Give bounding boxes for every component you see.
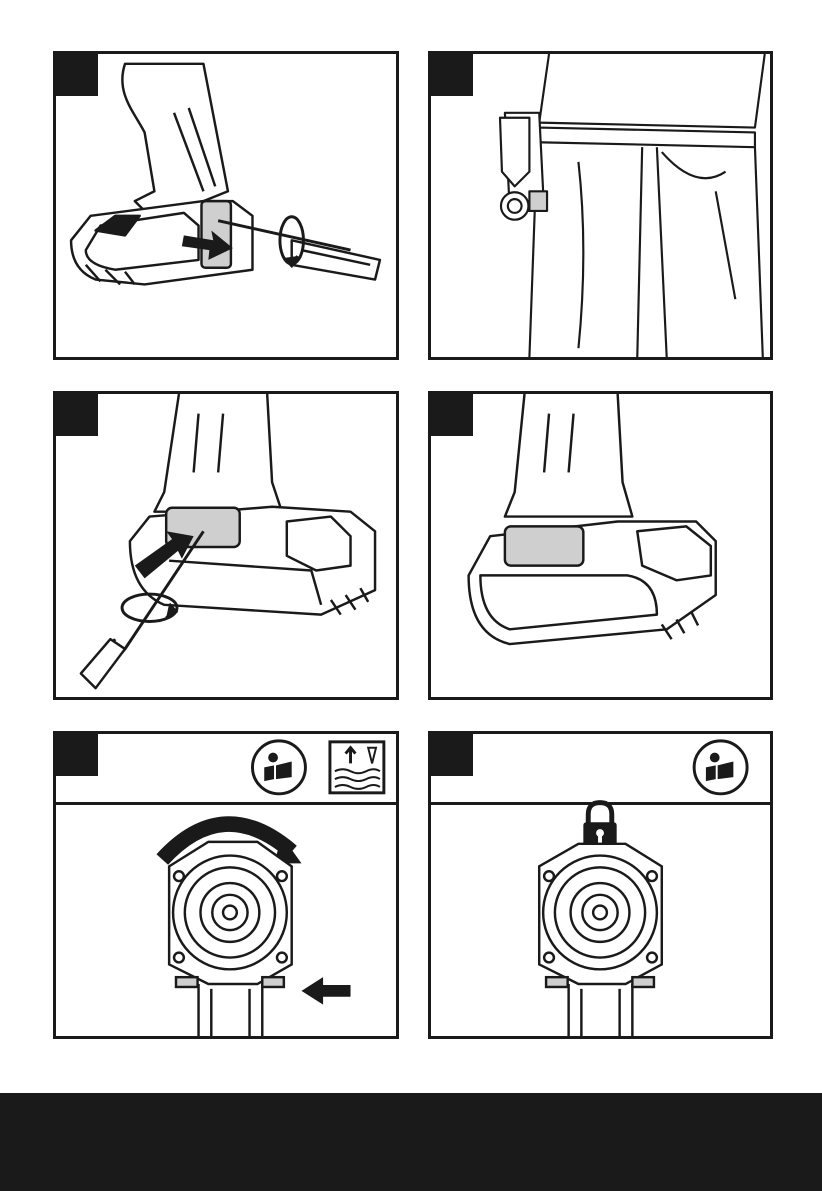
water-level-icon (330, 742, 384, 793)
illustration-chuck-locked (431, 734, 770, 1036)
illustration-tool-screwdriver (56, 54, 396, 357)
panel-4-clip-removed (428, 391, 773, 700)
panel-1-attach-belt-clip (53, 51, 399, 360)
panel-3-remove-belt-clip (53, 391, 399, 700)
panel-6-collar-locked (428, 731, 773, 1039)
illustration-tool-screwdriver-2 (56, 394, 396, 697)
illustration-tool-base (431, 394, 770, 697)
footer-bar (0, 1093, 822, 1191)
read-manual-icon (252, 741, 305, 794)
panel-5-rotate-collar (53, 731, 399, 1039)
panel-2-tool-on-belt (428, 51, 773, 360)
read-manual-icon (694, 741, 747, 794)
illustration-chuck-rotate (56, 734, 396, 1036)
illustration-person-belt (431, 54, 770, 357)
